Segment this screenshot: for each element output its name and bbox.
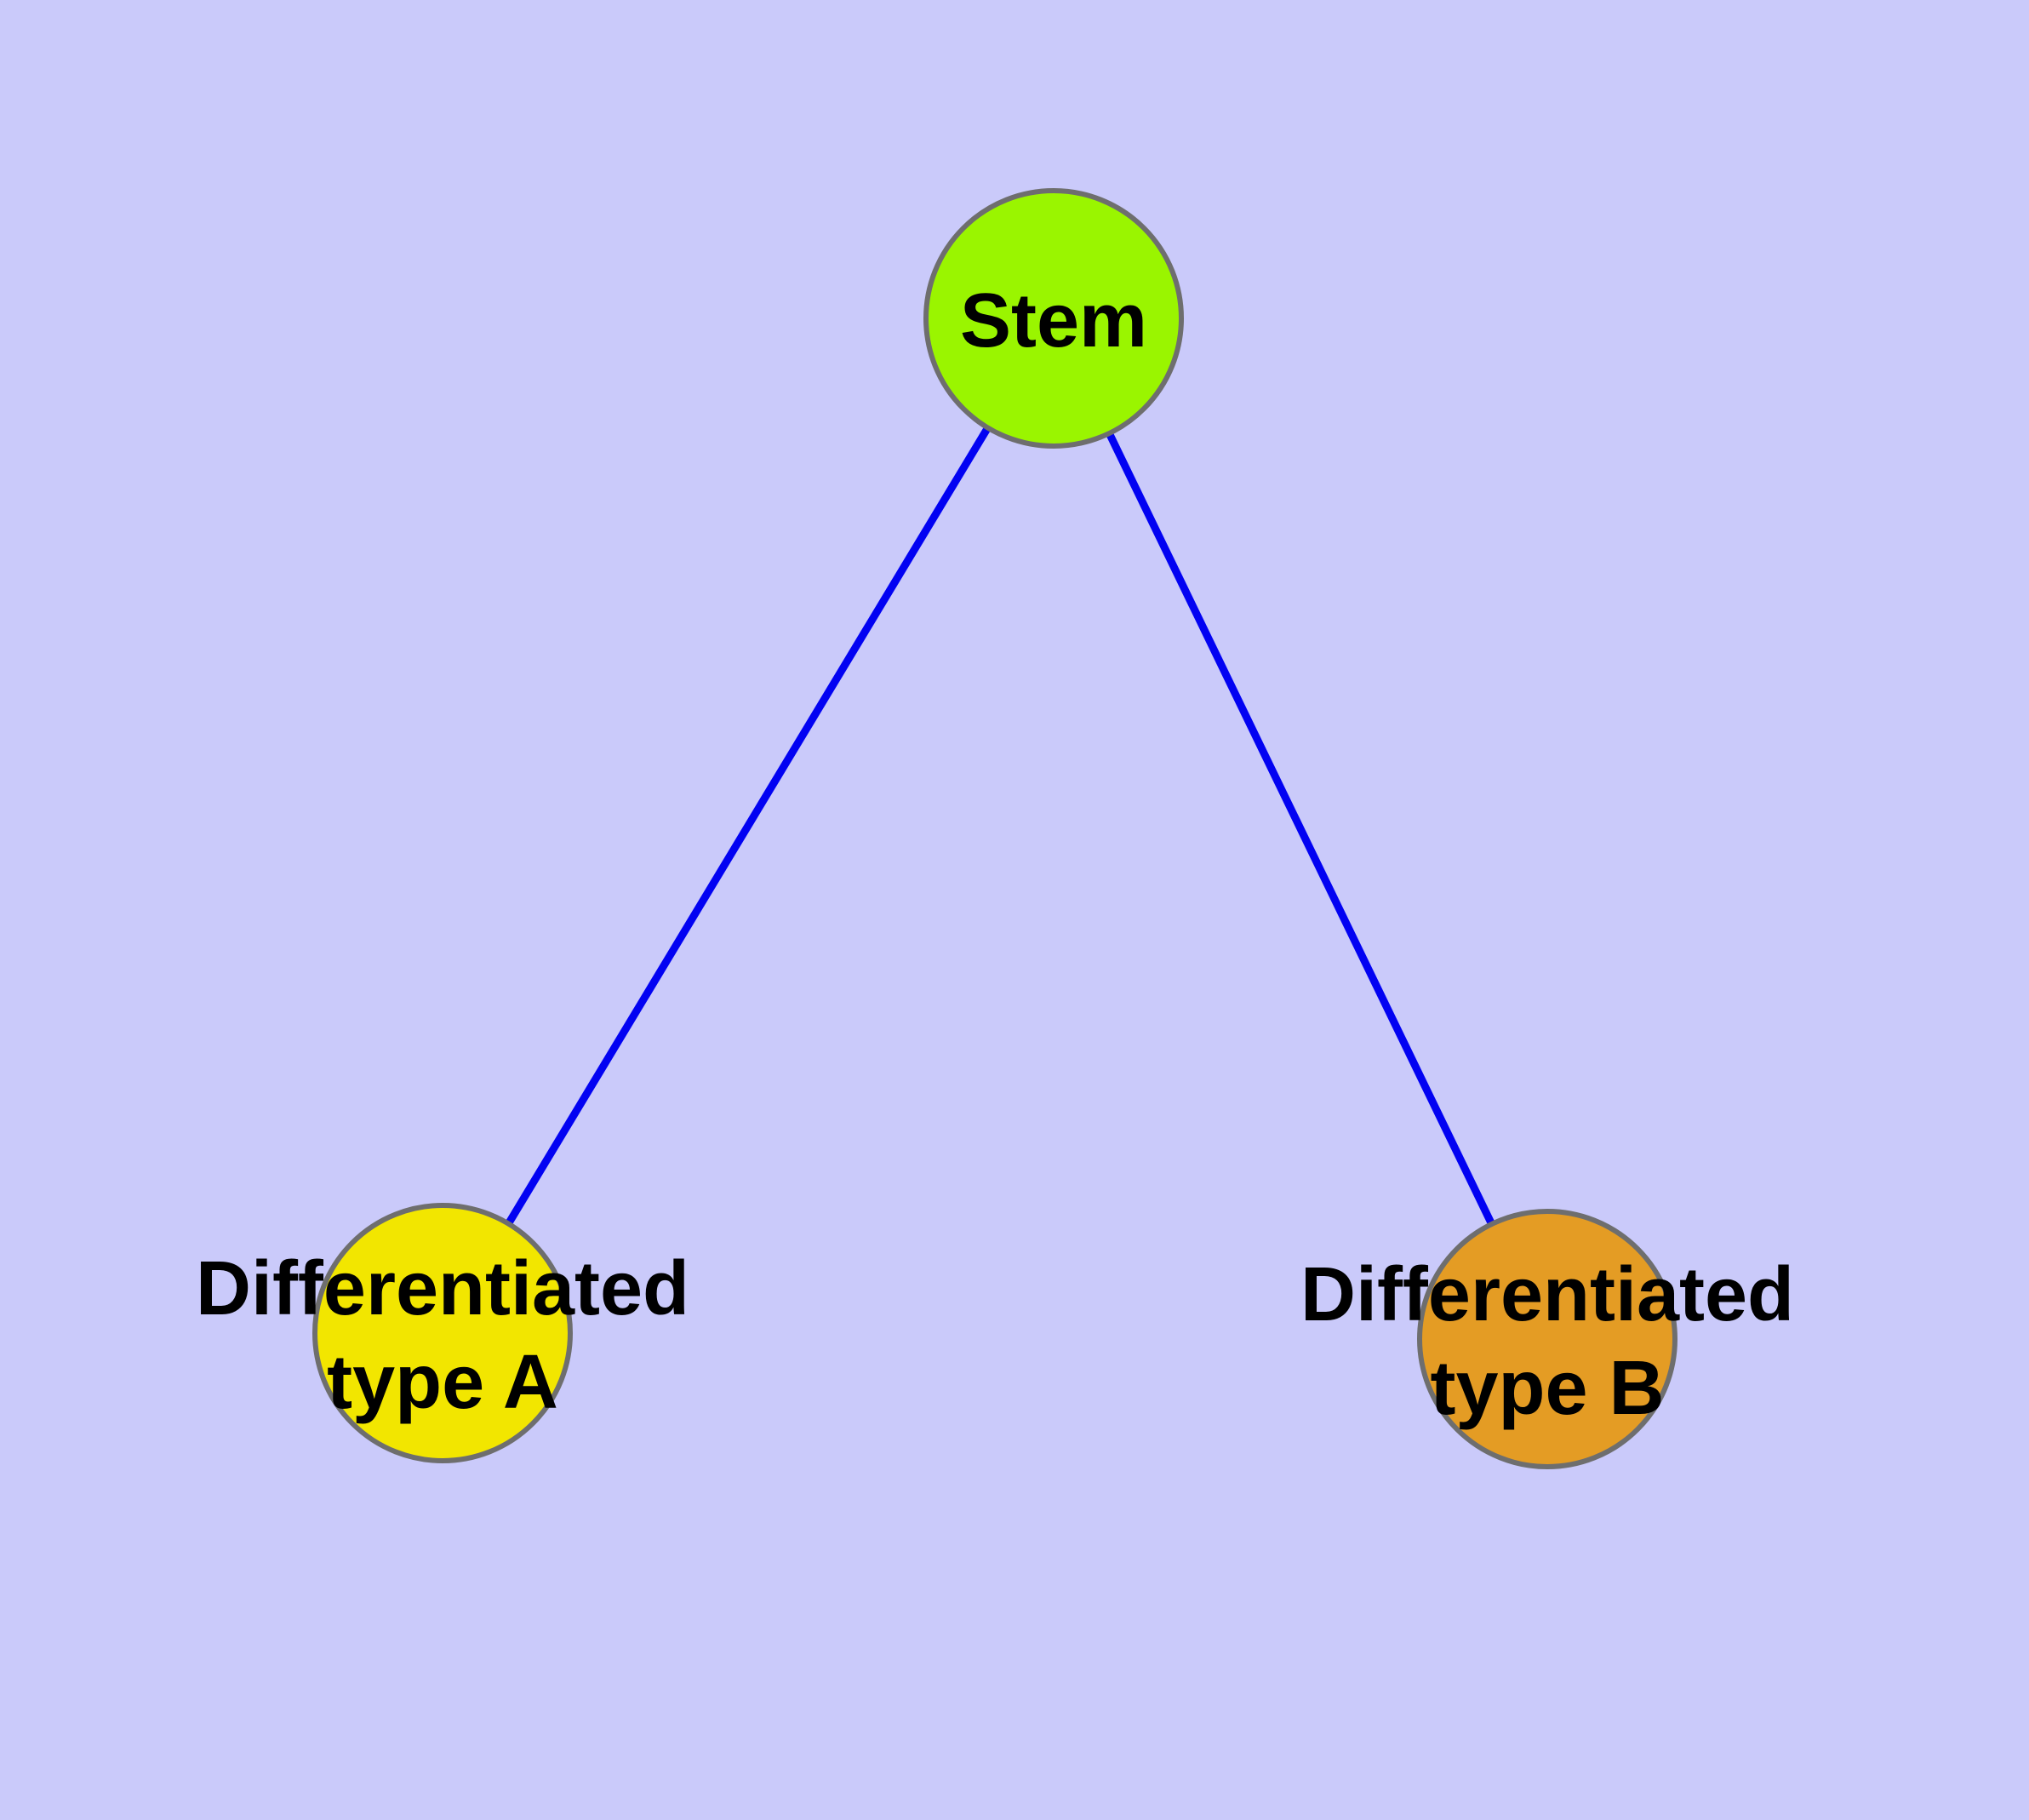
node-label-line: Stem <box>960 278 1147 363</box>
node-circle-stem <box>923 188 1184 449</box>
node-label-line: Differentiated <box>196 1246 689 1331</box>
node-label-line: Differentiated <box>1300 1252 1794 1337</box>
node-label-differentiated-type-a: Differentiated type A <box>196 1246 689 1425</box>
node-label-differentiated-type-b: Differentiated type B <box>1300 1252 1794 1431</box>
node-label-line: type B <box>1430 1346 1664 1431</box>
edge-stem-to-differentiated-type-a <box>439 316 1057 1336</box>
edges-layer <box>439 316 1552 1341</box>
edge-stem-to-differentiated-type-b <box>1049 317 1552 1341</box>
node-circle-differentiated-type-b <box>1417 1209 1677 1469</box>
node-label-stem: Stem <box>960 278 1147 363</box>
nodes-layer <box>312 188 1677 1469</box>
node-label-line: type A <box>327 1340 558 1425</box>
node-circle-differentiated-type-a <box>312 1203 573 1463</box>
